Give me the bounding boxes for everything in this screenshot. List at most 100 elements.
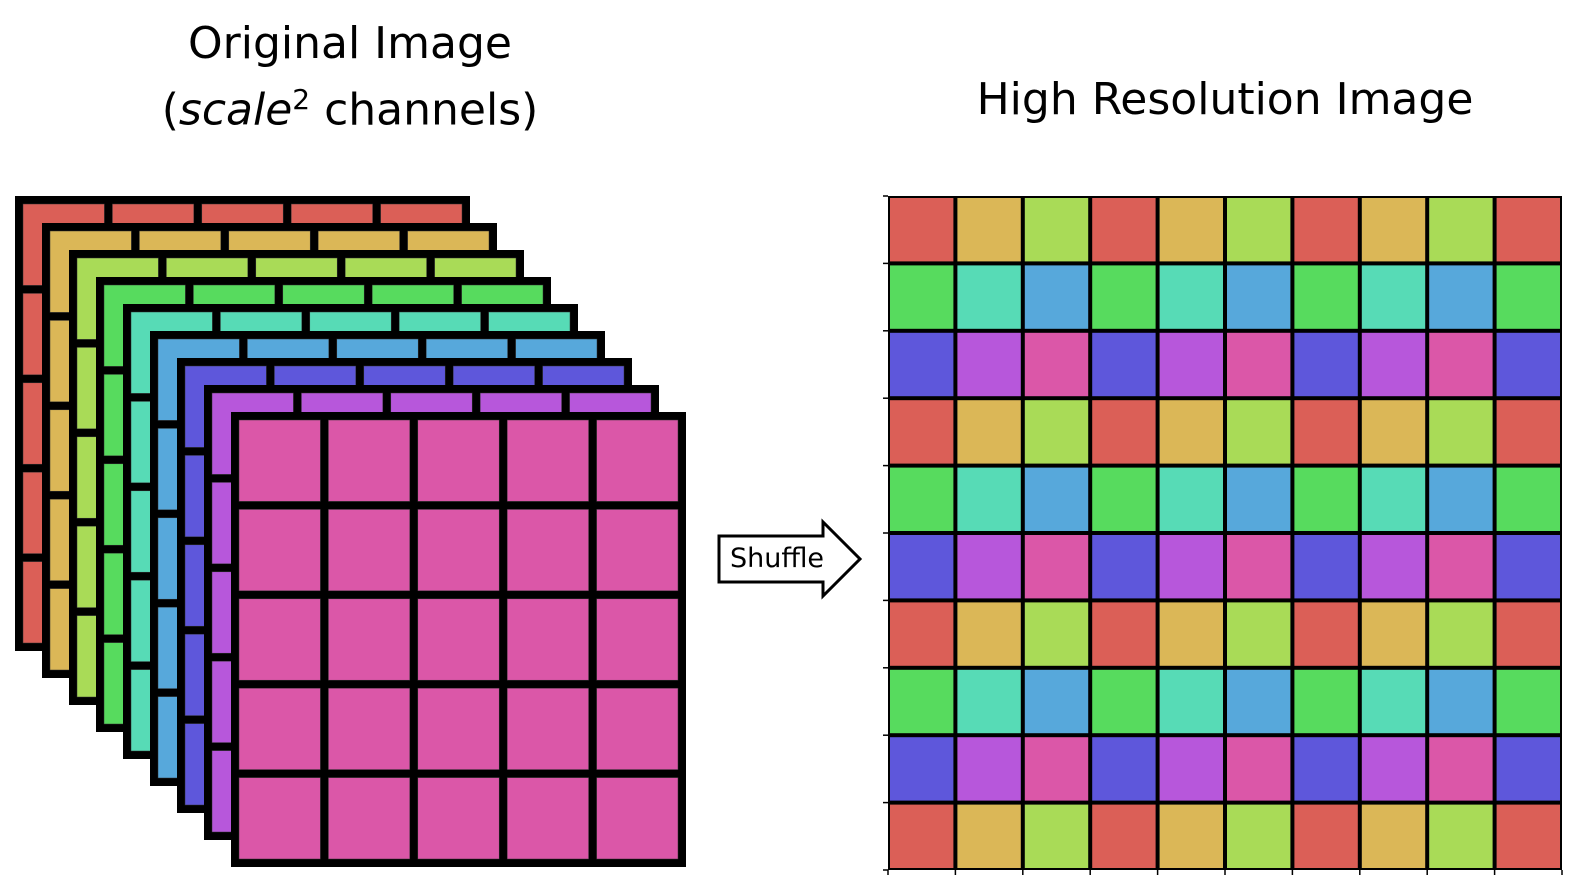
channel-cell: [596, 687, 679, 770]
pixel-cell: [957, 602, 1021, 666]
pixel-cell: [1024, 265, 1089, 329]
pixel-cell: [890, 198, 954, 262]
pixel-cell: [1159, 198, 1223, 262]
pixel-cell: [957, 400, 1021, 464]
pixel-cell: [1024, 400, 1089, 464]
pixel-cell: [1092, 669, 1156, 734]
pixel-cell: [1092, 400, 1156, 464]
pixel-cell: [957, 198, 1021, 262]
pixel-cell: [890, 669, 954, 734]
pixel-cell: [957, 737, 1021, 801]
pixel-cell: [1092, 332, 1156, 397]
pixel-cell: [1361, 737, 1426, 801]
pixel-cell: [1361, 198, 1426, 262]
pixel-cell: [890, 265, 954, 329]
pixel-cell: [1429, 198, 1493, 262]
channel-cell: [596, 598, 679, 681]
pixel-cell: [1159, 400, 1223, 464]
pixel-cell: [1361, 535, 1426, 599]
pixel-cell: [957, 265, 1021, 329]
pixel-cell: [1092, 602, 1156, 666]
pixel-cell: [957, 332, 1021, 397]
channels-subtitle: (scale2 channels): [161, 83, 539, 136]
pixel-cell: [890, 737, 954, 801]
pixel-cell: [1227, 737, 1291, 801]
pixel-cell: [1227, 265, 1291, 329]
pixel-cell: [1294, 198, 1358, 262]
pixel-cell: [890, 467, 954, 531]
pixel-cell: [1159, 602, 1223, 666]
pixel-cell: [1024, 669, 1089, 734]
channel-cell: [506, 509, 589, 592]
pixel-cell: [1429, 804, 1493, 868]
high-res-grid: [883, 195, 1563, 875]
pixel-cell: [890, 602, 954, 666]
pixel-cell: [1294, 804, 1358, 868]
channel-cell: [417, 598, 500, 681]
pixel-cell: [957, 535, 1021, 599]
pixel-cell: [1227, 669, 1291, 734]
channel-cell: [238, 419, 321, 502]
pixel-cell: [1361, 467, 1426, 531]
pixel-cell: [1429, 400, 1493, 464]
pixel-cell: [957, 467, 1021, 531]
channel-stack: [15, 196, 686, 867]
pixel-cell: [1496, 804, 1560, 868]
pixel-cell: [1159, 737, 1223, 801]
channel-cell: [506, 687, 589, 770]
channel-cell: [596, 777, 679, 860]
channel-cell: [328, 509, 411, 592]
pixel-cell: [1429, 669, 1493, 734]
channel-cell: [506, 777, 589, 860]
pixel-cell: [1361, 400, 1426, 464]
pixel-cell: [1227, 602, 1291, 666]
channel-cell: [417, 687, 500, 770]
pixel-cell: [957, 804, 1021, 868]
pixel-cell: [1159, 467, 1223, 531]
pixel-cell: [1227, 400, 1291, 464]
pixel-cell: [1294, 332, 1358, 397]
shuffle-arrow: [717, 518, 863, 600]
pixel-cell: [1294, 400, 1358, 464]
channel-cell: [238, 509, 321, 592]
pixel-cell: [1294, 535, 1358, 599]
pixel-cell: [1361, 332, 1426, 397]
pixel-cell: [1429, 535, 1493, 599]
shuffle-label: Shuffle: [729, 543, 825, 574]
channel-cell: [417, 509, 500, 592]
pixel-cell: [890, 332, 954, 397]
pixel-cell: [1361, 804, 1426, 868]
pixel-cell: [1496, 535, 1560, 599]
pixel-cell: [1092, 265, 1156, 329]
pixel-cell: [1024, 467, 1089, 531]
pixel-cell: [1227, 198, 1291, 262]
pixel-cell: [1496, 669, 1560, 734]
pixel-cell: [1361, 265, 1426, 329]
pixel-cell: [1159, 669, 1223, 734]
pixel-cell: [1429, 467, 1493, 531]
pixel-cell: [1024, 198, 1089, 262]
pixel-cell: [1092, 535, 1156, 599]
pixel-cell: [1159, 535, 1223, 599]
pixel-cell: [1496, 198, 1560, 262]
pixel-cell: [1092, 467, 1156, 531]
channel-cell: [238, 687, 321, 770]
channel-cell: [328, 687, 411, 770]
pixel-cell: [1159, 332, 1223, 397]
pixel-cell: [1024, 535, 1089, 599]
channel-cell: [328, 419, 411, 502]
pixel-cell: [1159, 804, 1223, 868]
pixel-cell: [1361, 602, 1426, 666]
pixel-cell: [1024, 804, 1089, 868]
pixel-cell: [1294, 602, 1358, 666]
pixel-cell: [1024, 602, 1089, 666]
pixel-cell: [890, 535, 954, 599]
pixel-cell: [957, 669, 1021, 734]
pixel-cell: [1227, 467, 1291, 531]
pixel-cell: [1092, 737, 1156, 801]
channel-layer: [231, 412, 686, 867]
pixel-cell: [1496, 265, 1560, 329]
channel-cell: [328, 777, 411, 860]
pixel-cell: [1496, 737, 1560, 801]
pixel-cell: [1496, 400, 1560, 464]
